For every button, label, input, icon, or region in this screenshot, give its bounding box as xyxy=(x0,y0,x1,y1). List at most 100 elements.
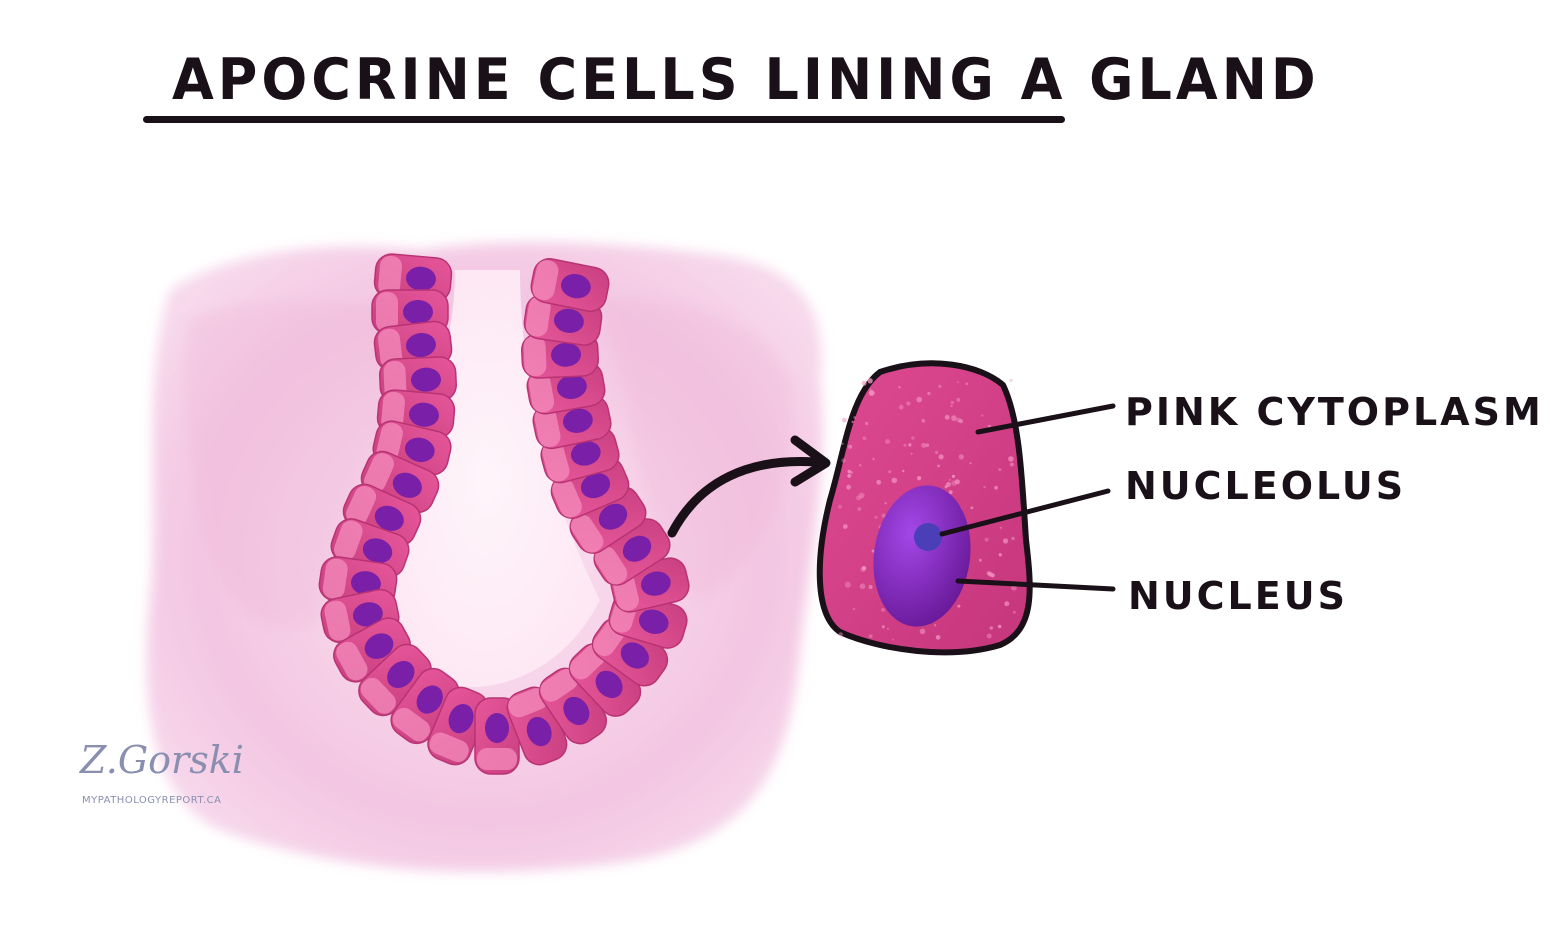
granule xyxy=(892,638,894,641)
epithelial-nucleus xyxy=(560,274,591,299)
epithelial-nucleus xyxy=(362,538,393,564)
granule xyxy=(898,386,901,389)
epithelial-nucleus xyxy=(553,308,584,333)
granule xyxy=(934,450,939,455)
granule xyxy=(933,624,937,627)
epithelial-nucleus xyxy=(392,472,422,498)
label-nucleus: NUCLEUS xyxy=(1128,574,1348,618)
granule xyxy=(869,388,872,391)
granule xyxy=(937,464,940,468)
epithelial-nucleus xyxy=(410,367,441,392)
granule xyxy=(844,581,851,588)
granule xyxy=(842,524,848,529)
granule xyxy=(898,404,904,410)
granule xyxy=(994,485,998,490)
author-signature: Z.Gorski xyxy=(80,738,244,782)
epithelial-nucleus xyxy=(640,571,671,596)
author-website: MYPATHOLOGYREPORT.CA xyxy=(82,795,222,806)
granule xyxy=(989,626,994,630)
granule xyxy=(944,414,950,420)
label-nucleolus: NUCLEOLUS xyxy=(1125,464,1407,508)
granule xyxy=(1003,538,1009,544)
epithelial-cell xyxy=(530,258,610,312)
epithelial-nucleus xyxy=(598,503,628,530)
granule xyxy=(1008,456,1014,462)
granule xyxy=(841,458,846,463)
granule xyxy=(999,526,1003,529)
granule xyxy=(981,414,984,417)
granule xyxy=(987,571,993,577)
granule xyxy=(998,468,1002,472)
granule xyxy=(983,485,986,489)
granule xyxy=(856,495,862,501)
epithelial-nucleus xyxy=(374,505,404,531)
granule xyxy=(861,380,867,386)
granule xyxy=(951,480,957,486)
cell-nucleus xyxy=(873,485,971,627)
granule xyxy=(867,378,873,384)
granule xyxy=(970,506,974,510)
gland-epithelium xyxy=(318,253,690,775)
epithelial-nucleus xyxy=(556,374,587,400)
granule xyxy=(921,442,927,448)
epithelial-nucleus xyxy=(404,437,435,463)
granule xyxy=(871,549,875,553)
granule xyxy=(906,401,911,406)
granule xyxy=(885,439,890,444)
title-underline xyxy=(143,116,1065,123)
epithelial-nucleus xyxy=(562,408,593,433)
epithelial-nucleus xyxy=(408,402,439,427)
granule xyxy=(902,469,905,473)
epithelial-nucleus xyxy=(638,609,669,634)
granule xyxy=(948,478,951,482)
granule xyxy=(927,391,931,396)
epithelial-cell xyxy=(390,667,460,745)
epithelial-nucleus xyxy=(364,633,394,659)
granule xyxy=(868,634,873,639)
granule xyxy=(857,507,862,511)
granule xyxy=(956,381,959,383)
granule xyxy=(956,397,961,402)
granule xyxy=(851,420,854,424)
granule xyxy=(938,454,944,460)
granule xyxy=(935,635,941,640)
granule xyxy=(1010,462,1014,467)
granule xyxy=(965,382,969,386)
granule xyxy=(1004,601,1010,607)
granule xyxy=(1011,536,1015,541)
granule xyxy=(847,474,852,478)
epithelial-nucleus xyxy=(563,696,590,726)
granule xyxy=(846,484,851,490)
epithelial-nucleus xyxy=(448,704,474,734)
epithelial-nucleus xyxy=(595,670,623,699)
granule xyxy=(969,462,972,465)
epithelial-cell xyxy=(474,697,520,775)
granule xyxy=(862,436,867,441)
granule xyxy=(859,464,862,467)
granule xyxy=(859,583,866,589)
granule xyxy=(841,442,844,445)
granule xyxy=(853,416,856,419)
granule xyxy=(838,504,842,509)
granule xyxy=(888,470,892,474)
granule xyxy=(998,553,1002,557)
granule xyxy=(921,418,926,423)
granule xyxy=(954,479,960,485)
epithelial-nucleus xyxy=(622,535,652,562)
granule xyxy=(986,633,992,639)
granule xyxy=(997,624,1002,629)
granule xyxy=(868,584,873,590)
granule xyxy=(925,443,930,448)
granule xyxy=(852,607,856,611)
epithelial-nucleus xyxy=(570,441,601,466)
granule xyxy=(848,444,853,449)
epithelial-nucleus xyxy=(580,473,611,499)
granule xyxy=(948,490,953,495)
epithelial-cell xyxy=(358,643,432,717)
epithelial-nucleus xyxy=(416,685,443,714)
epithelial-cell xyxy=(538,667,608,745)
granule xyxy=(946,482,951,487)
granule xyxy=(917,476,922,481)
granule xyxy=(876,479,882,485)
